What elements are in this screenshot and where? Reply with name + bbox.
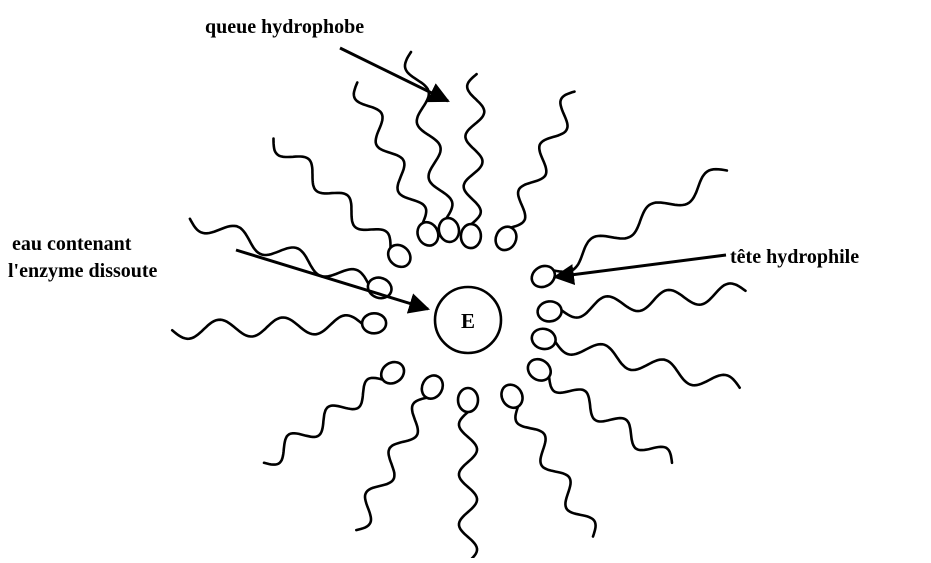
hydrophilic-head bbox=[536, 300, 563, 323]
hydrophobic-tail bbox=[554, 340, 741, 389]
water-arrow bbox=[235, 248, 431, 314]
hydrophilic-head bbox=[526, 357, 552, 382]
hydrophobic-tail bbox=[462, 72, 486, 226]
head-arrow bbox=[552, 253, 727, 286]
tail-label: queue hydrophobe bbox=[205, 16, 364, 38]
water-label-line2: l'enzyme dissoute bbox=[8, 260, 158, 282]
tail-arrow bbox=[339, 46, 450, 103]
hydrophobic-tail bbox=[188, 217, 370, 285]
head-label: tête hydrophile bbox=[730, 246, 859, 268]
hydrophilic-head bbox=[459, 222, 483, 250]
hydrophilic-head bbox=[420, 374, 445, 400]
hydrophobic-tail bbox=[547, 375, 674, 465]
hydrophilic-head bbox=[416, 220, 440, 247]
hydrophobic-tail bbox=[514, 405, 597, 538]
hydrophobic-tail bbox=[170, 314, 364, 341]
hydrophobic-tail bbox=[457, 410, 479, 563]
hydrophobic-tail bbox=[272, 137, 392, 249]
hydrophilic-head bbox=[500, 383, 524, 410]
hydrophobic-tail bbox=[403, 50, 454, 220]
hydrophobic-tail bbox=[509, 90, 576, 229]
hydrophobic-tail bbox=[552, 167, 729, 274]
hydrophilic-head bbox=[530, 327, 557, 351]
enzyme-label: E bbox=[461, 309, 475, 333]
hydrophilic-head bbox=[494, 225, 518, 252]
hydrophilic-head bbox=[379, 360, 406, 385]
hydrophilic-head bbox=[437, 216, 461, 244]
hydrophilic-head bbox=[530, 264, 557, 289]
hydrophilic-head bbox=[360, 311, 388, 335]
hydrophobic-tail bbox=[560, 282, 747, 319]
hydrophobic-tail bbox=[352, 81, 428, 225]
hydrophobic-tail bbox=[355, 396, 428, 532]
hydrophilic-head bbox=[386, 243, 412, 269]
water-label-line1: eau contenant bbox=[12, 233, 132, 255]
enzyme-circle bbox=[433, 285, 503, 355]
surfactant-molecules bbox=[170, 50, 747, 563]
hydrophilic-head bbox=[456, 386, 480, 414]
hydrophobic-tail bbox=[262, 376, 385, 466]
